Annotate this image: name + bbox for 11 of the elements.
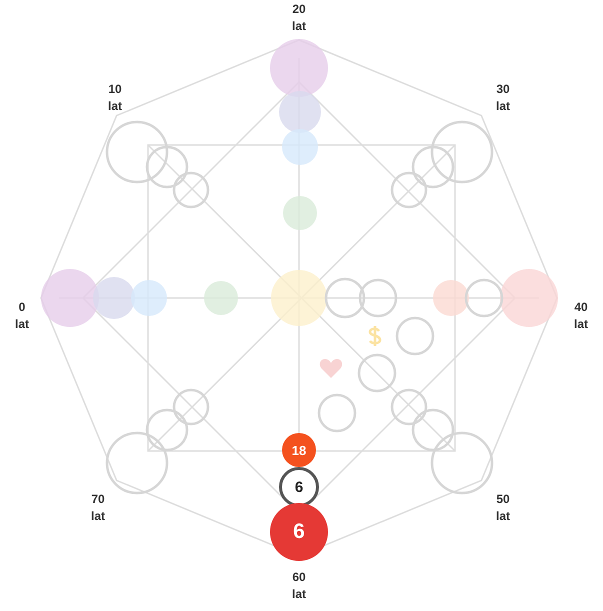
axis-label: 0 lat: [14, 299, 30, 333]
axis-label: 60 lat: [290, 569, 307, 603]
count-bubble: 6: [279, 467, 319, 507]
axis-label: 20 lat: [290, 1, 307, 35]
axis-label: 30 lat: [494, 81, 511, 115]
axis-label: 10 lat: [106, 81, 123, 115]
count-bubble: 18: [282, 433, 316, 467]
axis-label: 40 lat: [572, 299, 589, 333]
axis-label: 50 lat: [494, 491, 511, 525]
axis-label: 70 lat: [90, 491, 106, 525]
count-bubble: 6: [270, 503, 328, 561]
